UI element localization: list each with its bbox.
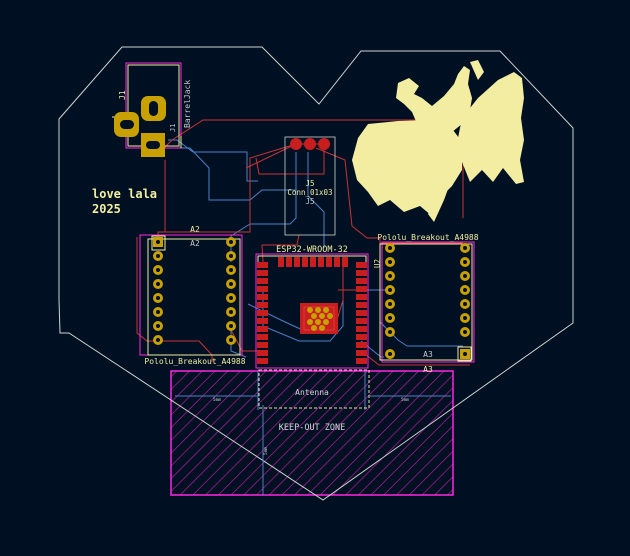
j5-pad-2[interactable]: [304, 138, 316, 150]
j1-ref-fab-label: J1: [169, 124, 177, 132]
angel-logo-graphic: [352, 60, 524, 222]
j5-pad-1[interactable]: [290, 138, 302, 150]
j5-ref-fab-label: J5: [305, 197, 314, 206]
a3-pins-right[interactable]: [460, 243, 470, 359]
u2-pads-top[interactable]: [278, 257, 348, 267]
board-text-line1: love lala: [92, 187, 157, 201]
a3-pololu-module[interactable]: Pololu_Breakout_A4988 A3 A3: [377, 233, 478, 374]
thermal-vias: [307, 307, 333, 331]
u2-antenna-label: Antenna: [295, 388, 329, 397]
a2-pins-right[interactable]: [226, 237, 236, 345]
a2-ref-fab-label: A2: [190, 239, 200, 248]
u2-dim-right: 5mm: [401, 397, 409, 403]
j1-value-label: BarrelJack: [183, 80, 192, 128]
u2-dim-vert: 5mm: [263, 447, 269, 455]
board-text-line2: 2025: [92, 202, 121, 216]
u2-esp32-module[interactable]: ESP32-WROOM-32 U2 Antenna 5mm 5mm 5mm: [213, 245, 409, 455]
j1-ref-label: J1: [118, 90, 127, 100]
u2-dim-left: 5mm: [213, 397, 221, 403]
a2-value-label: Pololu_Breakout_A4988: [144, 357, 245, 366]
keepout-zone-label: KEEP-OUT ZONE: [279, 423, 346, 433]
a2-ref-label: A2: [190, 225, 200, 234]
a3-ref-fab-label: A3: [423, 350, 433, 359]
j5-connector[interactable]: J5 Conn_01x03 J5: [284, 136, 336, 236]
a3-pins-left[interactable]: [385, 243, 395, 359]
u2-pads-right[interactable]: [356, 262, 367, 364]
a2-pololu-module[interactable]: A2 A2 Pololu_Breakout_A4988: [139, 225, 246, 366]
a3-value-label: Pololu_Breakout_A4988: [377, 233, 478, 242]
keepout-zone[interactable]: KEEP-OUT ZONE: [170, 370, 454, 496]
u2-value-label: ESP32-WROOM-32: [276, 245, 348, 255]
board-edge-outline[interactable]: [58, 46, 574, 501]
j1-barrel-jack[interactable]: J1 BarrelJack J1: [112, 62, 192, 157]
u2-pads-left[interactable]: [257, 262, 268, 364]
u2-thermal-pad[interactable]: [300, 303, 338, 334]
a2-pins-left[interactable]: [153, 237, 163, 345]
u2-ref-label: U2: [373, 259, 382, 268]
a3-ref-label: A3: [423, 365, 433, 374]
j5-ref-label: J5: [305, 179, 314, 188]
j5-pad-3[interactable]: [318, 138, 330, 150]
j5-value-label: Conn_01x03: [287, 188, 332, 197]
